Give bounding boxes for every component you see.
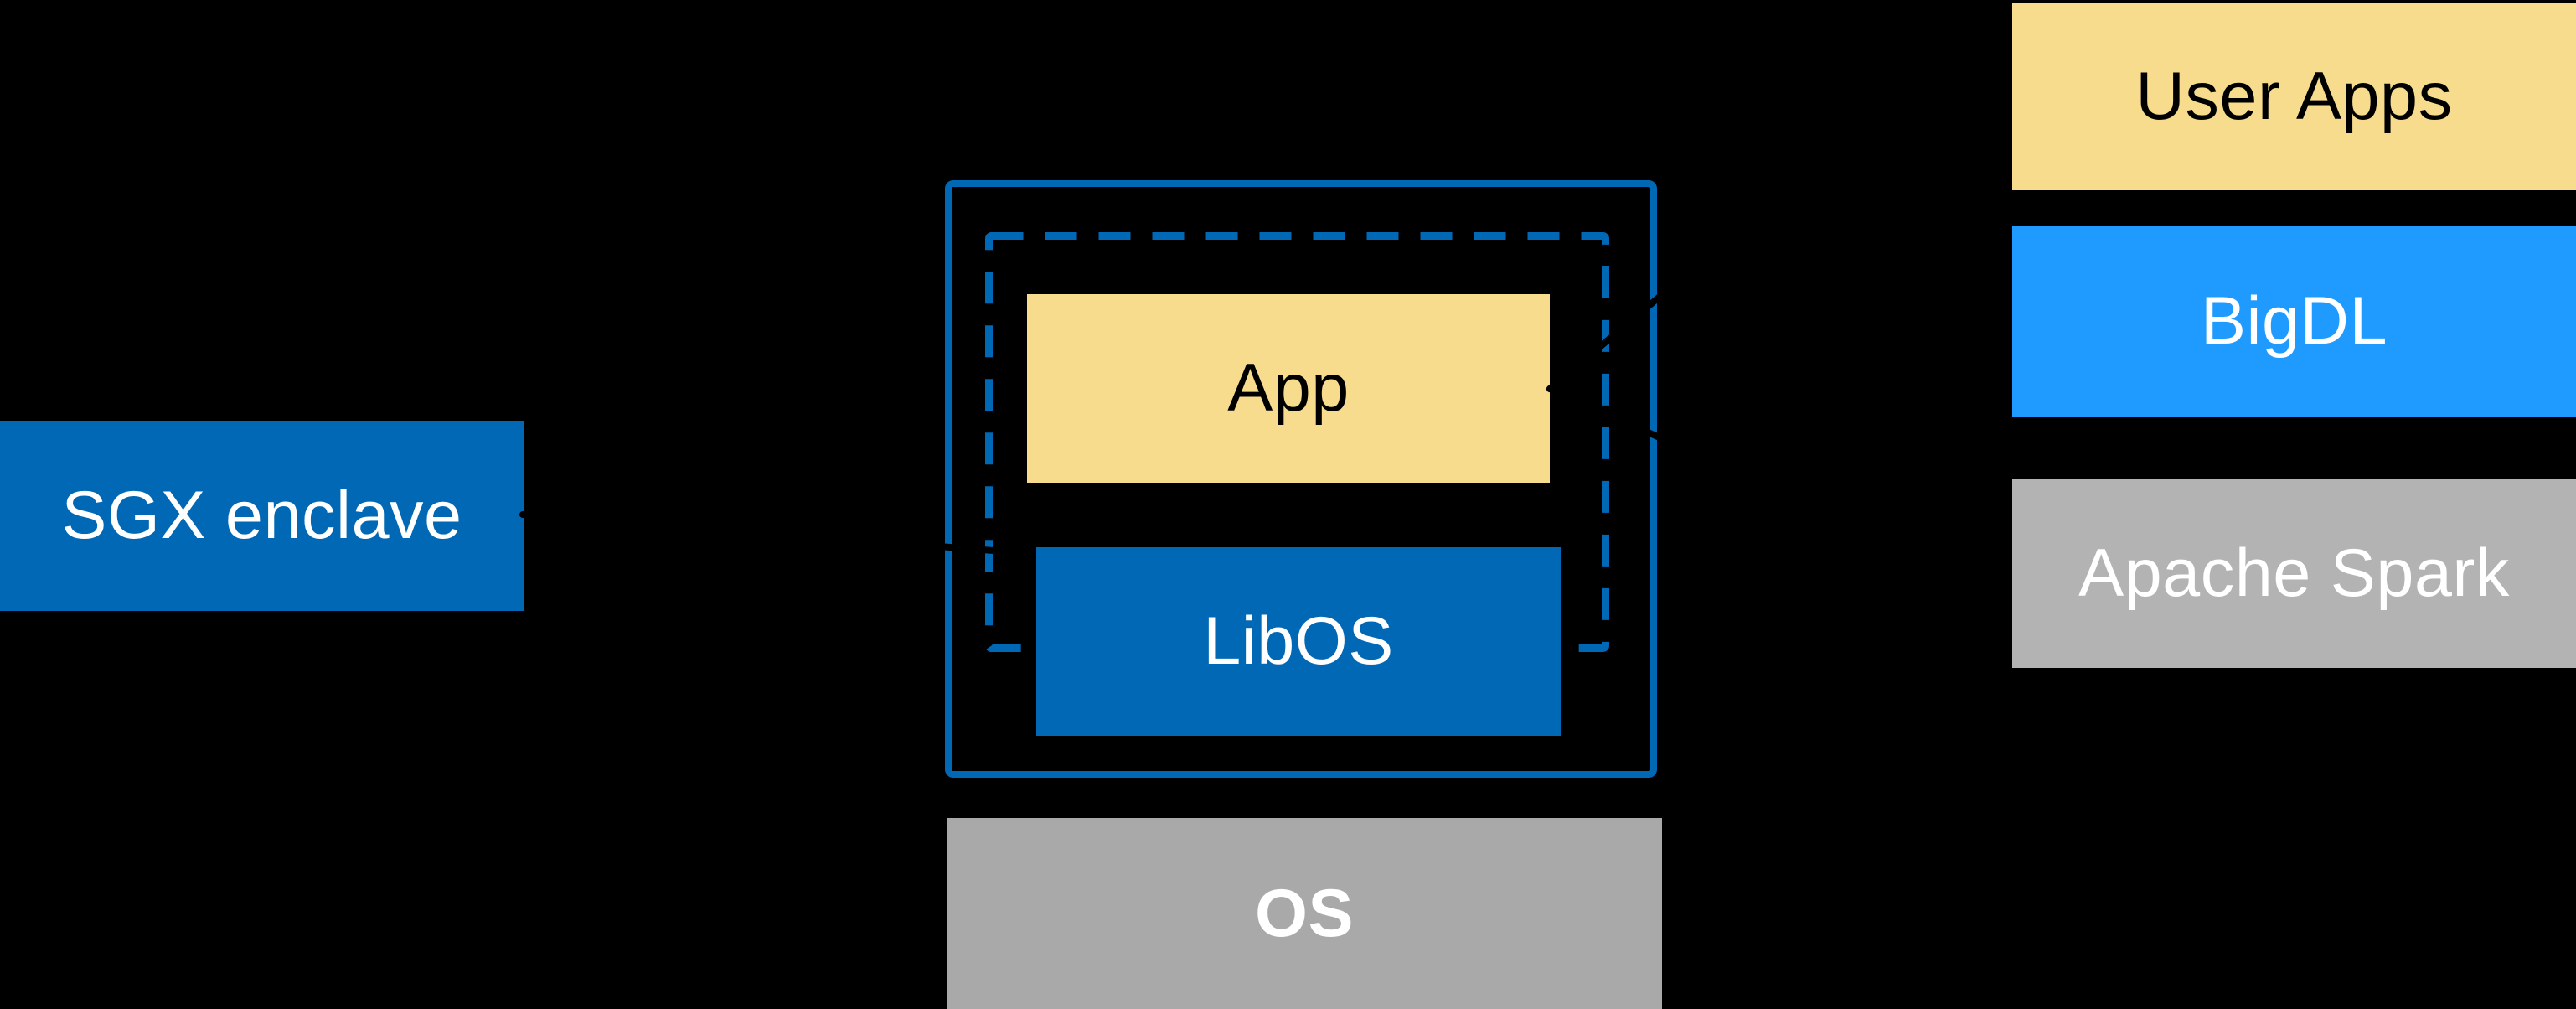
stack-apache-spark-box: Apache Spark (2012, 479, 2576, 668)
stack-user-apps-box: User Apps (2012, 3, 2576, 190)
libos-label: LibOS (1203, 603, 1394, 679)
sgx-enclave-label: SGX enclave (61, 478, 462, 553)
app-box: App (1027, 294, 1550, 483)
stack-bigdl-box: BigDL (2012, 226, 2576, 417)
enclave-outline-box (945, 180, 1657, 778)
os-label: OS (1254, 875, 1355, 951)
stack-to-app-upper-connector-line (1546, 2, 2011, 392)
libos-box: LibOS (1036, 547, 1561, 736)
stack-to-app-lower-connector-line (1546, 385, 2011, 595)
os-box: OS (947, 818, 1662, 1009)
sgx-enclave-callout-box: SGX enclave (0, 421, 524, 611)
app-label: App (1227, 350, 1350, 426)
bigdl-label: BigDL (2200, 283, 2388, 359)
sgx-enclave-dashed-boundary (985, 232, 1609, 652)
user-apps-label: User Apps (2135, 59, 2453, 134)
sgx-callout-connector-line (519, 511, 997, 554)
apache-spark-label: Apache Spark (2078, 536, 2510, 611)
